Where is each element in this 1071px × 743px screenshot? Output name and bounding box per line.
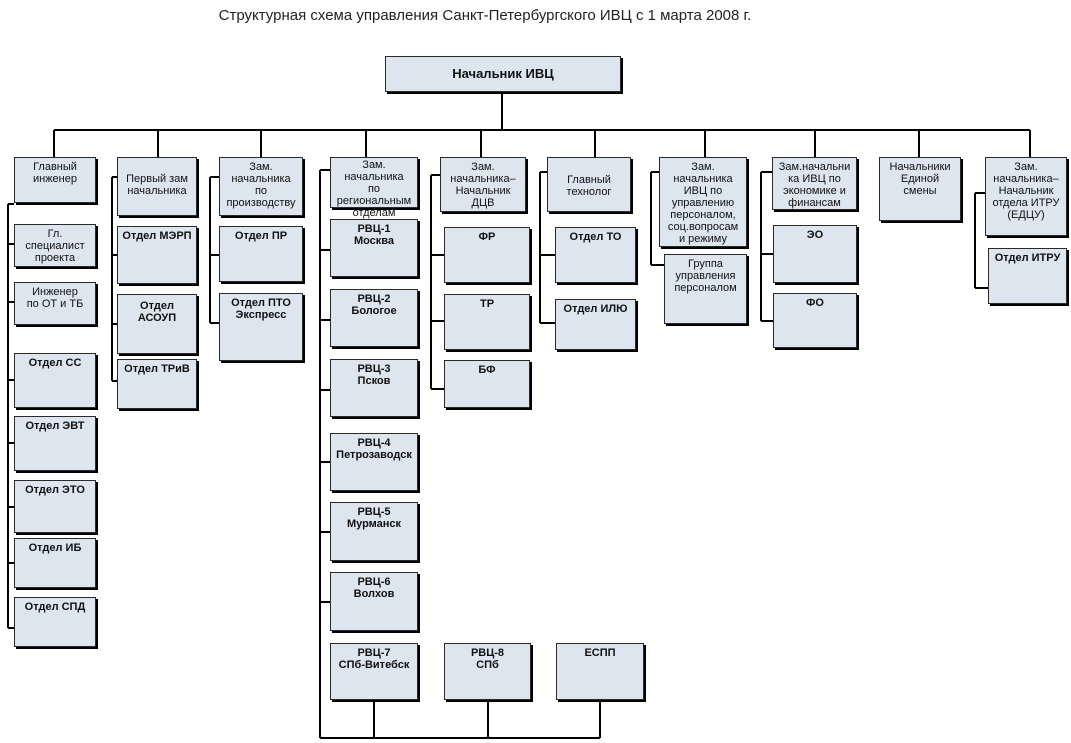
c10-item-box: Отдел ИТРУ bbox=[988, 248, 1067, 304]
c1-item-box: Отдел ЭТО bbox=[14, 480, 96, 533]
c5-head-box: Зам. начальника– Начальник ДЦВ bbox=[440, 157, 526, 212]
head-box: Начальник ИВЦ bbox=[385, 56, 621, 92]
c7-head-box: Зам. начальника ИВЦ по управлению персон… bbox=[659, 157, 747, 247]
c5-item-box: БФ bbox=[444, 360, 530, 408]
c2-item-box: Отдел МЭРП bbox=[117, 226, 197, 284]
c8-head-box: Зам.начальни ка ИВЦ по экономике и финан… bbox=[772, 157, 857, 210]
c1-item-box: Отдел СПД bbox=[14, 597, 96, 647]
c3-head-box: Зам. начальника по производству bbox=[219, 157, 303, 216]
c4-head-box: Зам. начальника по региональным отделам bbox=[330, 157, 418, 219]
c2-item-box: Отдел ТРиВ bbox=[117, 359, 197, 409]
c2-head-box: Первый зам начальника bbox=[117, 157, 197, 216]
c4-item-box: РВЦ-8 СПб bbox=[444, 643, 531, 700]
c4-item-box: ЕСПП bbox=[556, 643, 644, 700]
c4-item-box: РВЦ-4 Петрозаводск bbox=[330, 433, 418, 491]
c4-item-box: РВЦ-1 Москва bbox=[330, 219, 418, 277]
page-title: Структурная схема управления Санкт-Петер… bbox=[218, 7, 752, 24]
c9-head-box: Начальники Единой смены bbox=[879, 157, 961, 221]
c1-item-box: Отдел СС bbox=[14, 353, 96, 408]
c3-item-box: Отдел ПТО Экспресс bbox=[219, 293, 303, 361]
c8-item-box: ФО bbox=[773, 293, 857, 348]
c4-item-box: РВЦ-3 Псков bbox=[330, 359, 418, 417]
c4-item-box: РВЦ-5 Мурманск bbox=[330, 502, 418, 561]
c6-item-box: Отдел ИЛЮ bbox=[555, 299, 636, 350]
c6-item-box: Отдел ТО bbox=[555, 227, 636, 283]
c4-item-box: РВЦ-7 СПб-Витебск bbox=[330, 643, 418, 700]
c2-item-box: Отдел АСОУП bbox=[117, 294, 197, 354]
c6-head-box: Главный технолог bbox=[547, 157, 631, 212]
c4-item-box: РВЦ-2 Бологое bbox=[330, 289, 418, 347]
c3-item-box: Отдел ПР bbox=[219, 226, 303, 282]
c5-item-box: ТР bbox=[444, 294, 530, 350]
c8-item-box: ЭО bbox=[773, 225, 857, 283]
c1-head-box: Главный инженер bbox=[14, 157, 96, 203]
c4-item-box: РВЦ-6 Волхов bbox=[330, 572, 418, 631]
c1-item-box: Инженер по ОТ и ТБ bbox=[14, 282, 96, 325]
c1-item-box: Отдел ИБ bbox=[14, 538, 96, 588]
c5-item-box: ФР bbox=[444, 227, 530, 283]
c10-head-box: Зам. начальника– Начальник отдела ИТРУ (… bbox=[985, 157, 1067, 236]
c1-item-box: Отдел ЭВТ bbox=[14, 416, 96, 471]
c7-item-box: Группа управления персоналом bbox=[664, 254, 747, 324]
c1-item-box: Гл. специалист проекта bbox=[14, 224, 96, 267]
